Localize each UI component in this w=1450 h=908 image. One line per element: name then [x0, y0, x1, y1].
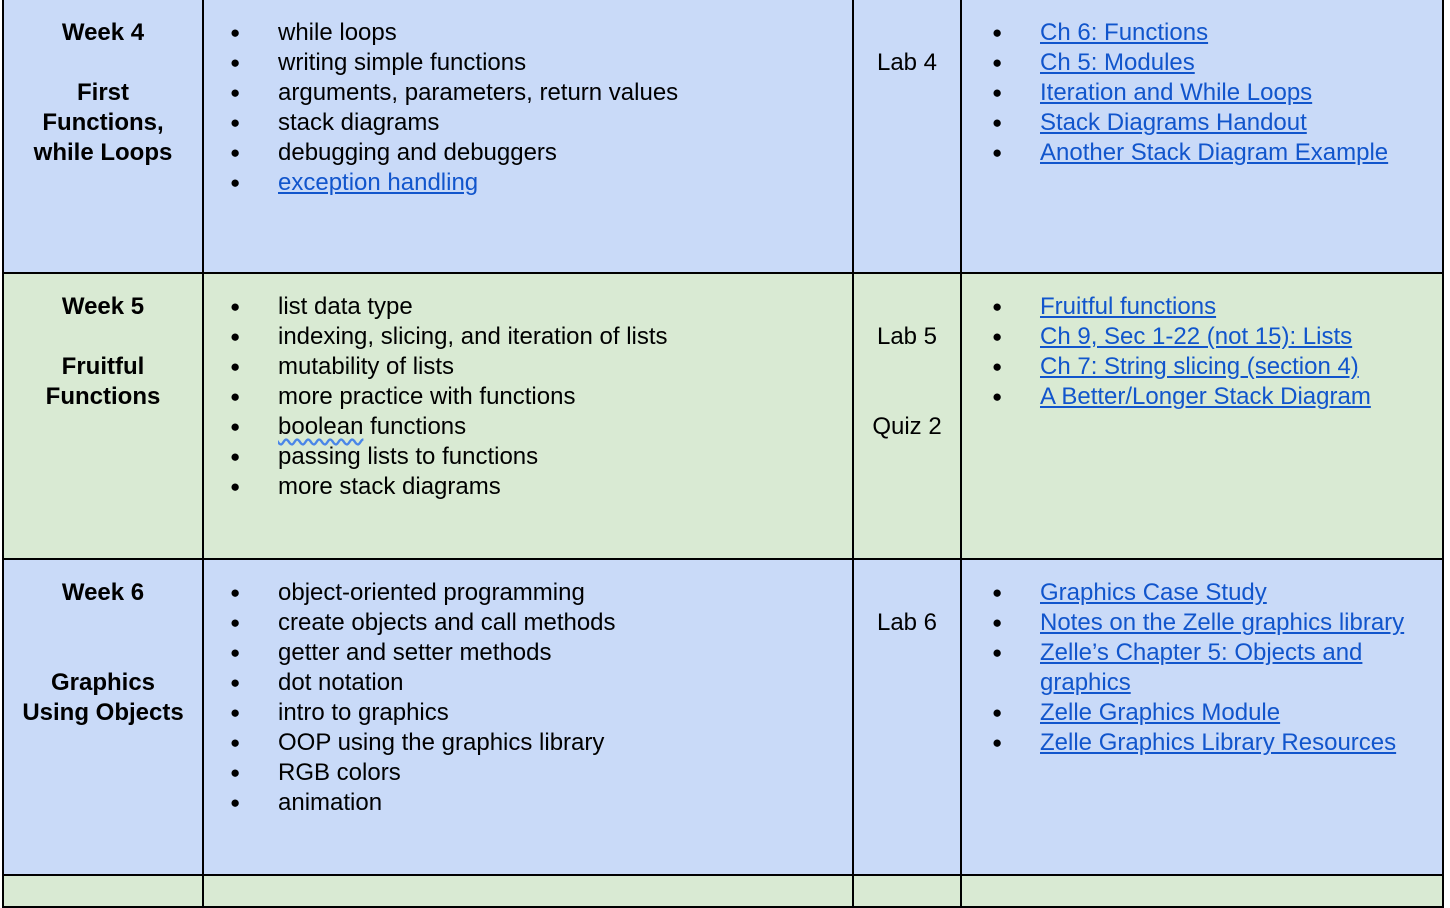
resource-item: Zelle Graphics Module	[963, 698, 1441, 728]
week-label: Week 6	[61, 579, 145, 606]
labs-cell: Lab 4	[852, 0, 962, 274]
resources-list: Ch 6: Functions Ch 5: Modules Iteration …	[963, 1, 1441, 168]
resource-link[interactable]: Ch 5: Modules	[1040, 49, 1195, 76]
topic-item: arguments, parameters, return values	[205, 78, 851, 108]
resource-item: Fruitful functions	[963, 292, 1441, 322]
topics-cell: while loops writing simple functions arg…	[202, 0, 854, 274]
topic-item: debugging and debuggers	[205, 138, 851, 168]
week-cell	[2, 874, 204, 908]
resource-item: Ch 7: String slicing (section 4)	[963, 352, 1441, 382]
labs-cell	[852, 874, 962, 908]
topic-item: more stack diagrams	[205, 472, 851, 502]
topics-cell: list data type indexing, slicing, and it…	[202, 272, 854, 560]
topic-item: OOP using the graphics library	[205, 728, 851, 758]
resource-item: Ch 5: Modules	[963, 48, 1441, 78]
topics-cell	[202, 874, 854, 908]
topic-item: boolean functions	[205, 412, 851, 442]
resource-item: Notes on the Zelle graphics library	[963, 608, 1441, 638]
resource-item: Ch 6: Functions	[963, 18, 1441, 48]
topics-list: list data type indexing, slicing, and it…	[205, 275, 851, 502]
labs-cell: Lab 5 Quiz 2	[852, 272, 962, 560]
topic-item: create objects and call methods	[205, 608, 851, 638]
labs-cell: Lab 6	[852, 558, 962, 876]
resource-link[interactable]: Zelle Graphics Library Resources	[1040, 729, 1397, 756]
topic-item: intro to graphics	[205, 698, 851, 728]
resource-item: Iteration and While Loops	[963, 78, 1441, 108]
resource-link[interactable]: Zelle Graphics Module	[1040, 699, 1281, 726]
resources-list: Graphics Case Study Notes on the Zelle g…	[963, 561, 1441, 758]
topic-item: dot notation	[205, 668, 851, 698]
topics-cell: object-oriented programming create objec…	[202, 558, 854, 876]
topic-item: RGB colors	[205, 758, 851, 788]
week-row-partial	[2, 874, 1444, 908]
topics-list: object-oriented programming create objec…	[205, 561, 851, 818]
resource-link[interactable]: A Better/Longer Stack Diagram	[1040, 383, 1371, 410]
resource-link[interactable]: Ch 6: Functions	[1040, 19, 1209, 46]
resource-link[interactable]: Another Stack Diagram Example	[1040, 139, 1389, 166]
resource-item: Stack Diagrams Handout	[963, 108, 1441, 138]
resource-item: Graphics Case Study	[963, 578, 1441, 608]
lab-label: Lab 6	[876, 609, 938, 636]
topic-item: more practice with functions	[205, 382, 851, 412]
week-cell: Week 4 First Functions, while Loops	[2, 0, 204, 274]
week-row: Week 5 Fruitful Functions list data type…	[2, 272, 1444, 560]
topic-text: functions	[370, 413, 467, 440]
week-row: Week 4 First Functions, while Loops whil…	[2, 0, 1444, 274]
topic-item: animation	[205, 788, 851, 818]
lab-label: Lab 4	[876, 49, 938, 76]
resource-item: Zelle’s Chapter 5: Objects and graphics	[963, 638, 1441, 698]
topic-link-exception-handling[interactable]: exception handling	[278, 169, 479, 196]
topic-item: object-oriented programming	[205, 578, 851, 608]
resources-cell: Ch 6: Functions Ch 5: Modules Iteration …	[960, 0, 1444, 274]
quiz-label: Quiz 2	[872, 413, 942, 440]
resource-link[interactable]: Ch 9, Sec 1-22 (not 15): Lists	[1040, 323, 1353, 350]
week-label: Week 4	[61, 19, 145, 46]
resource-link[interactable]: Ch 7: String slicing (section 4)	[1040, 353, 1359, 380]
week-row: Week 6 Graphics Using Objects object-ori…	[2, 558, 1444, 876]
resource-link[interactable]: Notes on the Zelle graphics library	[1040, 609, 1405, 636]
topic-item: stack diagrams	[205, 108, 851, 138]
topic-item: list data type	[205, 292, 851, 322]
week-title-line: Graphics	[50, 669, 156, 696]
topic-item: while loops	[205, 18, 851, 48]
topic-item: mutability of lists	[205, 352, 851, 382]
resource-item: Another Stack Diagram Example	[963, 138, 1441, 168]
resources-cell: Graphics Case Study Notes on the Zelle g…	[960, 558, 1444, 876]
topic-item: passing lists to functions	[205, 442, 851, 472]
resource-link[interactable]: Fruitful functions	[1040, 293, 1217, 320]
topic-item: exception handling	[205, 168, 851, 198]
resources-list: Fruitful functions Ch 9, Sec 1-22 (not 1…	[963, 275, 1441, 412]
lab-label: Lab 5	[876, 323, 938, 350]
week-label: Week 5	[61, 293, 145, 320]
week-title-line: First	[76, 79, 129, 106]
week-title-line: Using Objects	[22, 699, 184, 726]
resources-cell	[960, 874, 1444, 908]
resource-link[interactable]: Zelle’s Chapter 5: Objects and graphics	[1040, 639, 1363, 696]
resource-item: Zelle Graphics Library Resources	[963, 728, 1441, 758]
week-cell: Week 5 Fruitful Functions	[2, 272, 204, 560]
week-title-line: while Loops	[33, 139, 173, 166]
resource-link[interactable]: Stack Diagrams Handout	[1040, 109, 1307, 136]
topic-item: getter and setter methods	[205, 638, 851, 668]
week-title-line: Functions,	[42, 109, 164, 136]
resource-item: Ch 9, Sec 1-22 (not 15): Lists	[963, 322, 1441, 352]
topics-list: while loops writing simple functions arg…	[205, 1, 851, 198]
week-title-line: Fruitful	[61, 353, 145, 380]
resource-item: A Better/Longer Stack Diagram	[963, 382, 1441, 412]
resource-link[interactable]: Iteration and While Loops	[1040, 79, 1313, 106]
resources-cell: Fruitful functions Ch 9, Sec 1-22 (not 1…	[960, 272, 1444, 560]
resource-link[interactable]: Graphics Case Study	[1040, 579, 1267, 606]
spellcheck-word: boolean	[278, 413, 364, 440]
topic-item: writing simple functions	[205, 48, 851, 78]
topic-item: indexing, slicing, and iteration of list…	[205, 322, 851, 352]
week-cell: Week 6 Graphics Using Objects	[2, 558, 204, 876]
week-title-line: Functions	[45, 383, 161, 410]
